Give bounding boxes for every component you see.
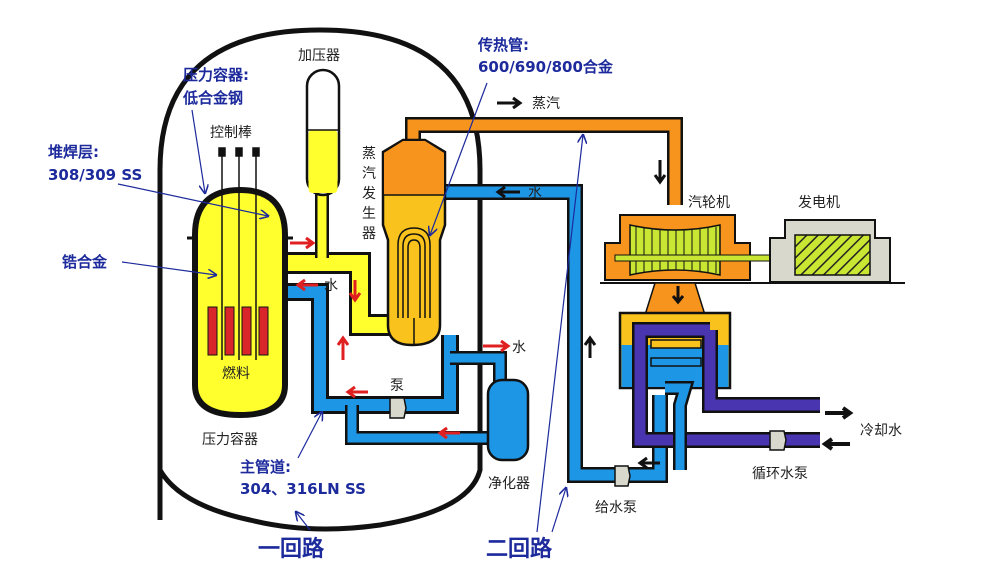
water-label-top: 水 [528,185,542,201]
cladding-value: 308/309 SS [48,166,142,184]
pressure-vessel-label: 压力容器 [202,431,258,448]
pump-label: 泵 [390,378,404,394]
primary-pump [389,397,407,419]
steam-label: 蒸汽 [532,96,560,112]
flow-arrows [290,96,854,470]
purifier [486,378,530,462]
secondary-loop-label: 二回路 [486,536,553,562]
heat-transfer-tubes [397,227,431,345]
vessel-material-value: 低合金钢 [182,89,243,107]
cooling-water-label: 冷却水 [860,423,902,439]
circulating-water-pump [769,430,787,451]
generator-label: 发电机 [798,195,840,211]
sg-label-4: 生 [362,206,376,222]
purifier-label: 净化器 [488,476,530,492]
pressurizer-label: 加压器 [298,48,340,64]
tube-value: 600/690/800合金 [478,58,614,76]
turbine-label: 汽轮机 [688,195,730,211]
pipe-value: 304、316LN SS [240,480,366,498]
zirconium-label: 锆合金 [62,253,108,271]
control-rods-label: 控制棒 [210,125,252,141]
water-label-purifier: 水 [512,340,526,356]
feed-pump-label: 给水泵 [595,500,637,516]
vessel-material-title: 压力容器: [183,66,249,84]
fuel-label: 燃料 [222,365,250,382]
fuel-rods [207,306,269,356]
reactor-vessel [192,186,288,419]
primary-loop-label: 一回路 [258,536,325,562]
tube-title: 传热管: [477,36,529,54]
sg-label-5: 器 [362,226,376,242]
feed-water-pump [614,465,631,487]
cladding-title: 堆焊层: [48,143,99,161]
pipe-title: 主管道: [240,458,291,476]
sg-label-3: 发 [362,186,376,202]
sg-label-2: 汽 [362,166,376,182]
sg-label-1: 蒸 [362,146,376,162]
circ-pump-label: 循环水泵 [752,466,808,482]
annotation-leaders [117,82,583,533]
water-label-primary: 水 [324,278,338,294]
control-rods [218,147,260,360]
containment-building [157,27,483,532]
